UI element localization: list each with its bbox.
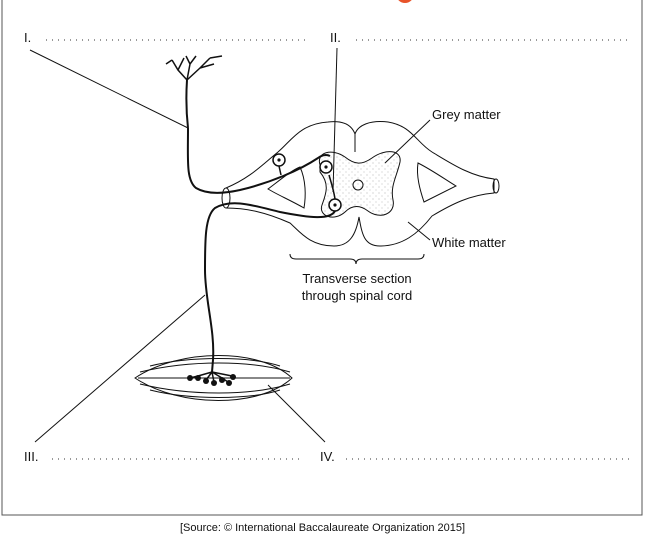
label-III: III. [24, 449, 38, 464]
motor-neuron [203, 202, 336, 373]
pointer-lines [29, 47, 431, 443]
marker-circle [398, 0, 412, 3]
label-II: II. [330, 30, 341, 45]
sensory-neuron [185, 79, 331, 194]
cell-bodies [272, 153, 342, 212]
label-I: I. [24, 30, 31, 45]
label-IV: IV. [320, 449, 335, 464]
muscle [134, 355, 293, 401]
section-brace [289, 253, 425, 265]
white-matter-outline [225, 121, 495, 247]
white-matter-label: White matter [432, 235, 506, 250]
source-citation: [Source: © International Baccalaureate O… [179, 522, 466, 534]
question-frame [1, 0, 643, 516]
grey-matter-label: Grey matter [432, 107, 501, 122]
dendrites [165, 55, 223, 81]
central-canal [352, 179, 364, 191]
motor-end-plates [189, 371, 233, 383]
right-white-region [417, 162, 458, 203]
neurons [165, 55, 336, 383]
section-label-line1: Transverse section [302, 271, 411, 286]
section-label-line2: through spinal cord [302, 288, 413, 303]
left-white-region [267, 166, 306, 209]
